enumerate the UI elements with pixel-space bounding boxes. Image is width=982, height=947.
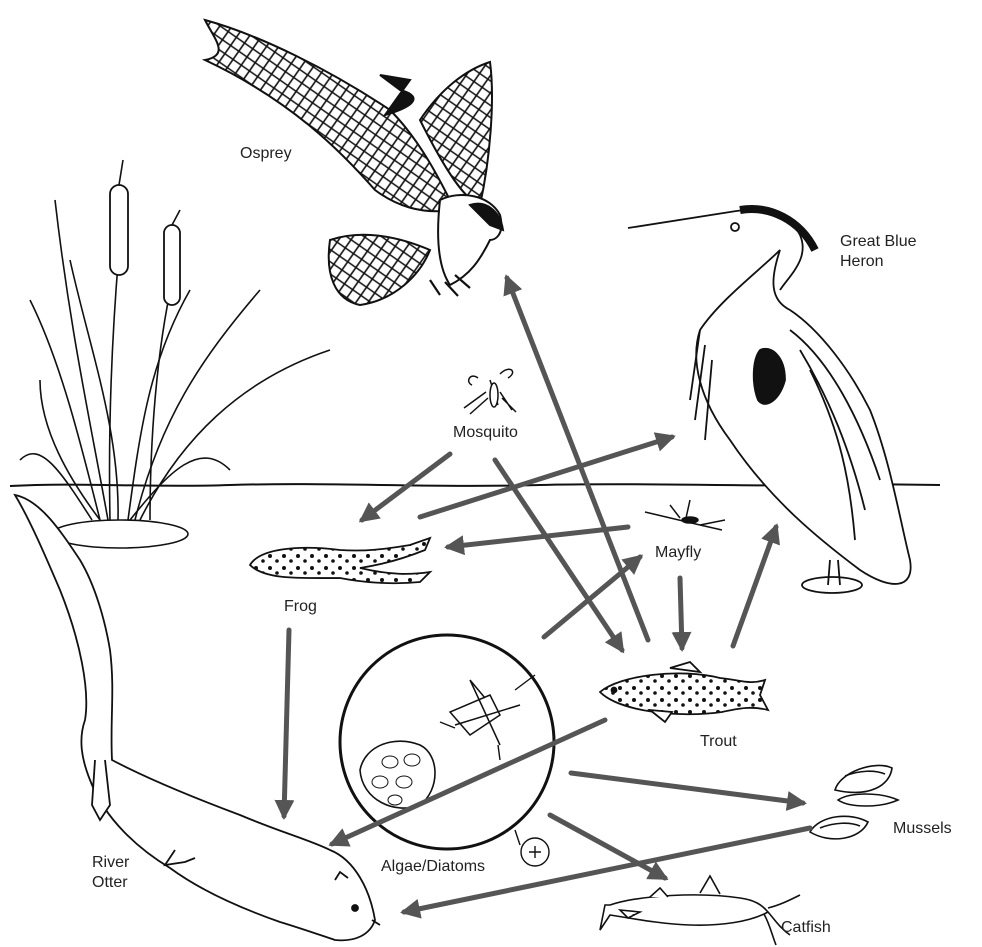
arrow-frog-to-otter bbox=[284, 630, 289, 816]
arrow-mayfly-to-trout bbox=[680, 578, 682, 648]
arrow-algae-to-mayfly bbox=[544, 557, 640, 637]
frog-icon bbox=[250, 538, 430, 583]
label-mayfly: Mayfly bbox=[655, 543, 701, 563]
mussels-icon bbox=[810, 765, 898, 838]
arrow-algae-to-mussels bbox=[571, 773, 803, 803]
label-heron-line2: Heron bbox=[840, 252, 916, 272]
catfish-icon bbox=[600, 876, 800, 945]
label-great-blue-heron: Great Blue Heron bbox=[840, 232, 916, 272]
label-trout: Trout bbox=[700, 732, 737, 752]
arrow-mayfly-to-frog bbox=[448, 527, 628, 547]
arrow-trout-to-heron bbox=[733, 527, 776, 646]
cattail-icon bbox=[20, 160, 330, 548]
label-mussels: Mussels bbox=[893, 819, 952, 839]
label-otter-line1: River bbox=[92, 853, 129, 873]
label-frog: Frog bbox=[284, 597, 317, 617]
arrow-frog-to-heron bbox=[420, 437, 672, 517]
label-catfish: Catfish bbox=[781, 918, 831, 938]
trout-icon bbox=[600, 662, 768, 722]
label-otter-line2: Otter bbox=[92, 873, 129, 893]
label-algae-diatoms: Algae/Diatoms bbox=[381, 857, 485, 877]
mosquito-icon bbox=[464, 369, 516, 414]
label-river-otter: River Otter bbox=[92, 853, 129, 893]
algae-circle-icon bbox=[340, 635, 554, 866]
mayfly-icon bbox=[645, 500, 725, 530]
label-mosquito: Mosquito bbox=[453, 423, 518, 443]
label-osprey: Osprey bbox=[240, 144, 292, 164]
label-heron-line1: Great Blue bbox=[840, 232, 916, 252]
